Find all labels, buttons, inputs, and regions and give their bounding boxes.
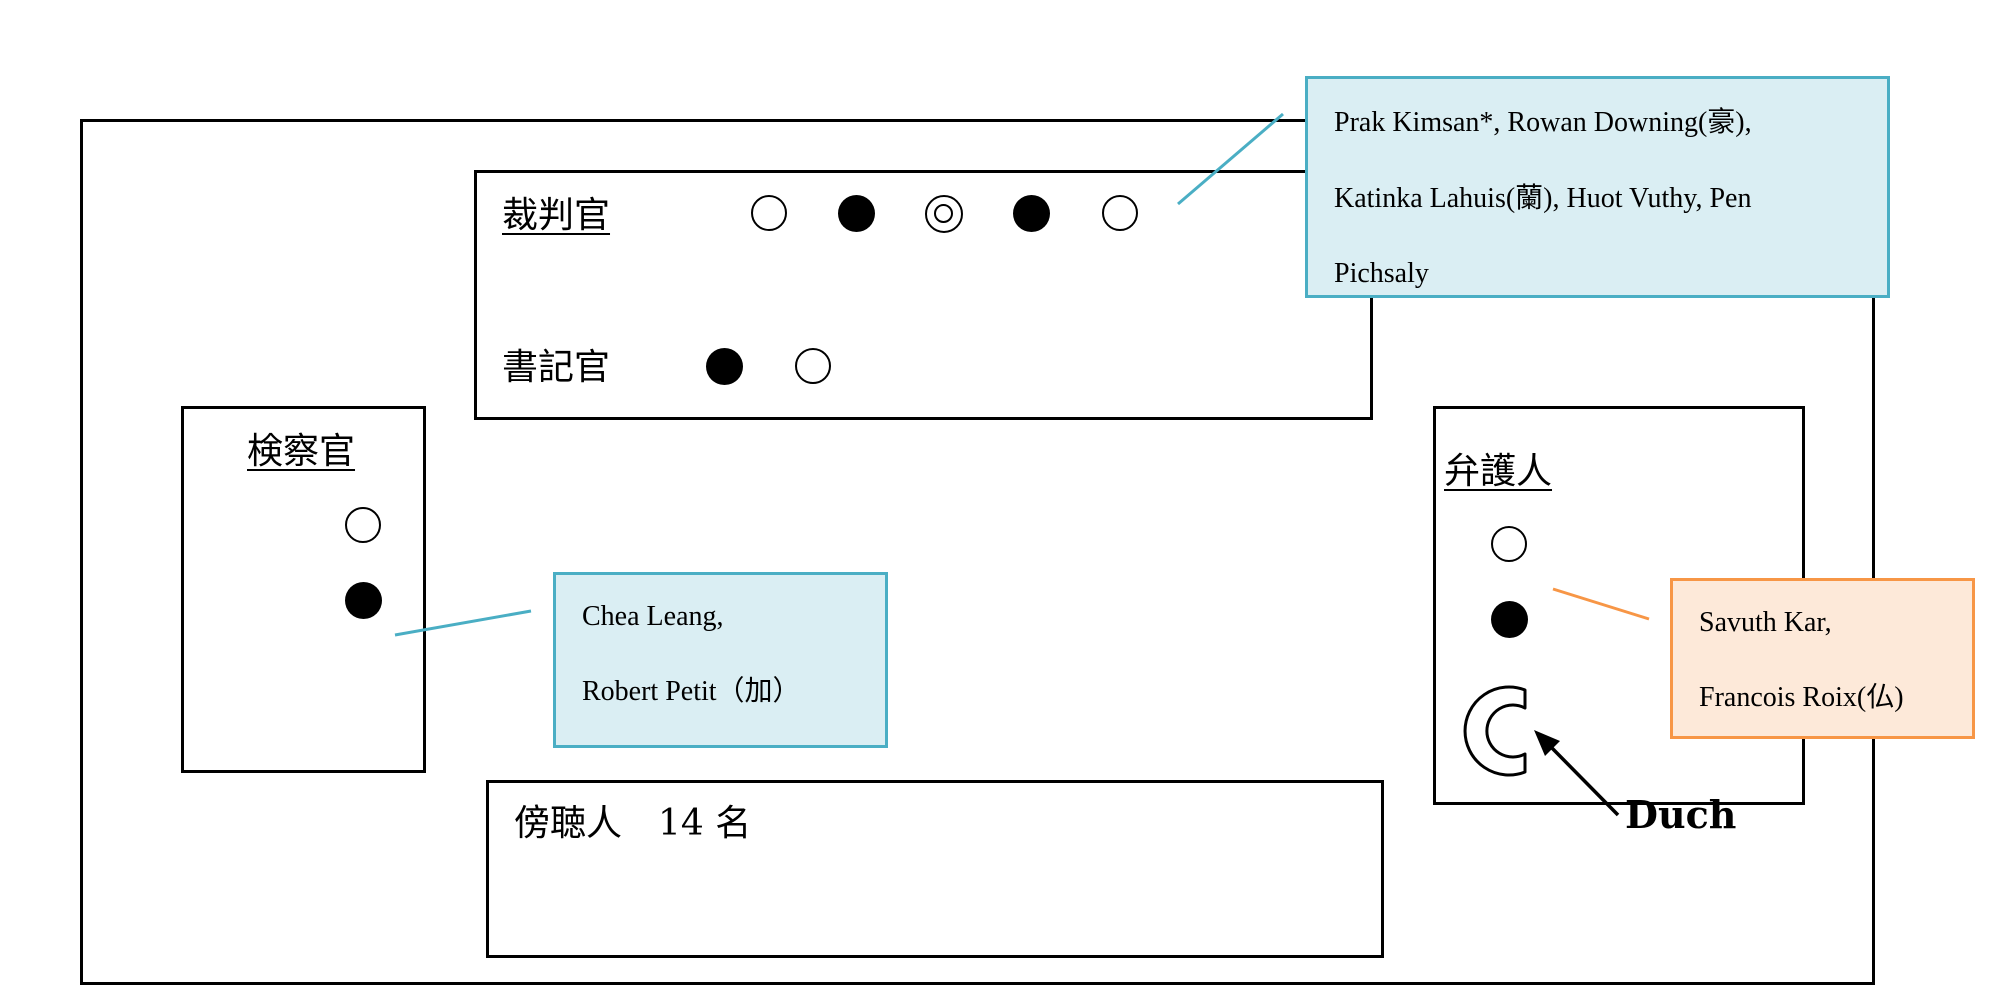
judges-label: 裁判官 (502, 195, 611, 236)
defense-seat-2 (1491, 601, 1528, 638)
prosecutor-seat-2 (345, 582, 382, 619)
prosecutors-label: 検察官 (247, 431, 356, 472)
clerks-label: 書記官 (502, 347, 611, 388)
defense-names-line-2: Francois Roix(仏) (1699, 682, 1904, 713)
judge-seat-5 (1102, 195, 1138, 231)
defense-seat-1 (1491, 526, 1527, 562)
duch-label: Duch (1625, 792, 1737, 837)
prosecutors-callout: Chea Leang, Robert Petit（加） (553, 572, 888, 748)
judges-bench (474, 170, 1373, 420)
clerk-seat-2 (795, 348, 831, 384)
prosecutor-seat-1 (345, 507, 381, 543)
gallery-box (486, 780, 1384, 958)
judges-callout: Prak Kimsan*, Rowan Downing(豪), Katinka … (1305, 76, 1890, 298)
prosecutors-names-line-1: Chea Leang, (582, 601, 724, 632)
clerk-seat-1 (706, 348, 743, 385)
prosecutors-names-line-2: Robert Petit（加） (582, 676, 801, 707)
judges-names-line-2: Katinka Lahuis(蘭), Huot Vuthy, Pen (1334, 183, 1752, 214)
defense-callout: Savuth Kar, Francois Roix(仏) (1670, 578, 1975, 739)
defense-label: 弁護人 (1444, 451, 1553, 492)
judge-seat-3-presiding (925, 195, 963, 233)
judge-seat-1 (751, 195, 787, 231)
courtroom-frame (80, 119, 1875, 985)
gallery-label: 傍聴人 14 名 (514, 803, 752, 844)
judge-seat-3-inner-ring (934, 204, 953, 223)
judge-seat-4 (1013, 195, 1050, 232)
defense-names-line-1: Savuth Kar, (1699, 607, 1832, 638)
judges-names-line-3: Pichsaly (1334, 258, 1429, 289)
judges-names-line-1: Prak Kimsan*, Rowan Downing(豪), (1334, 107, 1752, 138)
judge-seat-2 (838, 195, 875, 232)
prosecutors-box (181, 406, 426, 773)
